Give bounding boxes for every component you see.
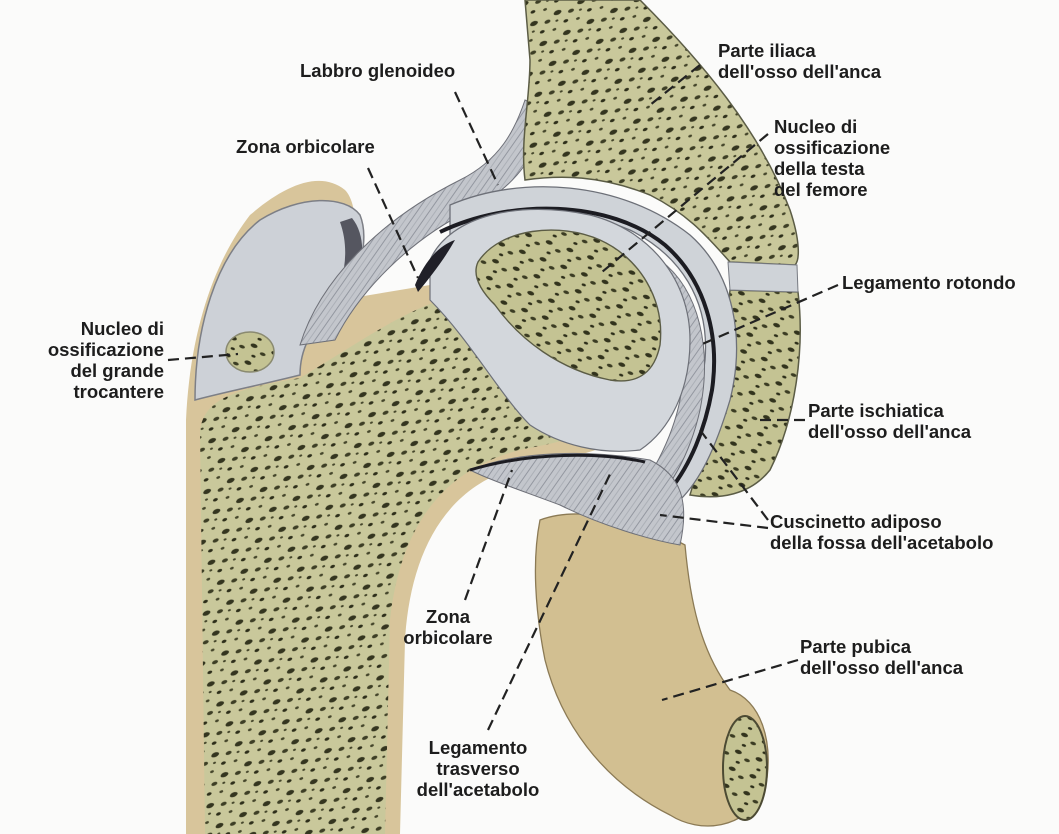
- acetabular-cartilage-band: [728, 262, 798, 292]
- label-line: Parte iliaca: [718, 40, 881, 61]
- label-line: Zona: [396, 606, 500, 627]
- label-line: Labbro glenoideo: [300, 60, 455, 81]
- trochanter-ossification-nucleus: [226, 332, 274, 372]
- label-line: Zona orbicolare: [236, 136, 375, 157]
- label-line: trocantere: [20, 381, 164, 402]
- pubis-cut-surface: [723, 716, 767, 820]
- label-line: Legamento: [400, 737, 556, 758]
- label-line: ossificazione: [20, 339, 164, 360]
- label-line: Legamento rotondo: [842, 272, 1016, 293]
- label-line: Parte ischiatica: [808, 400, 971, 421]
- label-parte-pubica: Parte pubica dell'osso dell'anca: [800, 636, 963, 678]
- label-line: della fossa dell'acetabolo: [770, 532, 993, 553]
- label-line: dell'acetabolo: [400, 779, 556, 800]
- label-parte-iliaca: Parte iliaca dell'osso dell'anca: [718, 40, 881, 82]
- label-line: del grande: [20, 360, 164, 381]
- label-zona-orbicolare-bottom: Zona orbicolare: [396, 606, 500, 648]
- label-line: Nucleo di: [20, 318, 164, 339]
- label-line: della testa: [774, 158, 890, 179]
- label-nucleo-testa-femore: Nucleo di ossificazione della testa del …: [774, 116, 890, 200]
- label-legamento-trasverso: Legamento trasverso dell'acetabolo: [400, 737, 556, 800]
- label-line: del femore: [774, 179, 890, 200]
- label-labbro-glenoideo: Labbro glenoideo: [300, 60, 455, 81]
- label-line: Cuscinetto adiposo: [770, 511, 993, 532]
- label-line: trasverso: [400, 758, 556, 779]
- label-line: Parte pubica: [800, 636, 963, 657]
- label-parte-ischiatica: Parte ischiatica dell'osso dell'anca: [808, 400, 971, 442]
- label-line: dell'osso dell'anca: [718, 61, 881, 82]
- label-nucleo-grande-trocantere: Nucleo di ossificazione del grande troca…: [20, 318, 164, 402]
- label-zona-orbicolare-top: Zona orbicolare: [236, 136, 375, 157]
- label-line: Nucleo di: [774, 116, 890, 137]
- label-cuscinetto-adiposo: Cuscinetto adiposo della fossa dell'acet…: [770, 511, 993, 553]
- label-legamento-rotondo: Legamento rotondo: [842, 272, 1016, 293]
- label-line: ossificazione: [774, 137, 890, 158]
- label-line: orbicolare: [396, 627, 500, 648]
- label-line: dell'osso dell'anca: [808, 421, 971, 442]
- label-line: dell'osso dell'anca: [800, 657, 963, 678]
